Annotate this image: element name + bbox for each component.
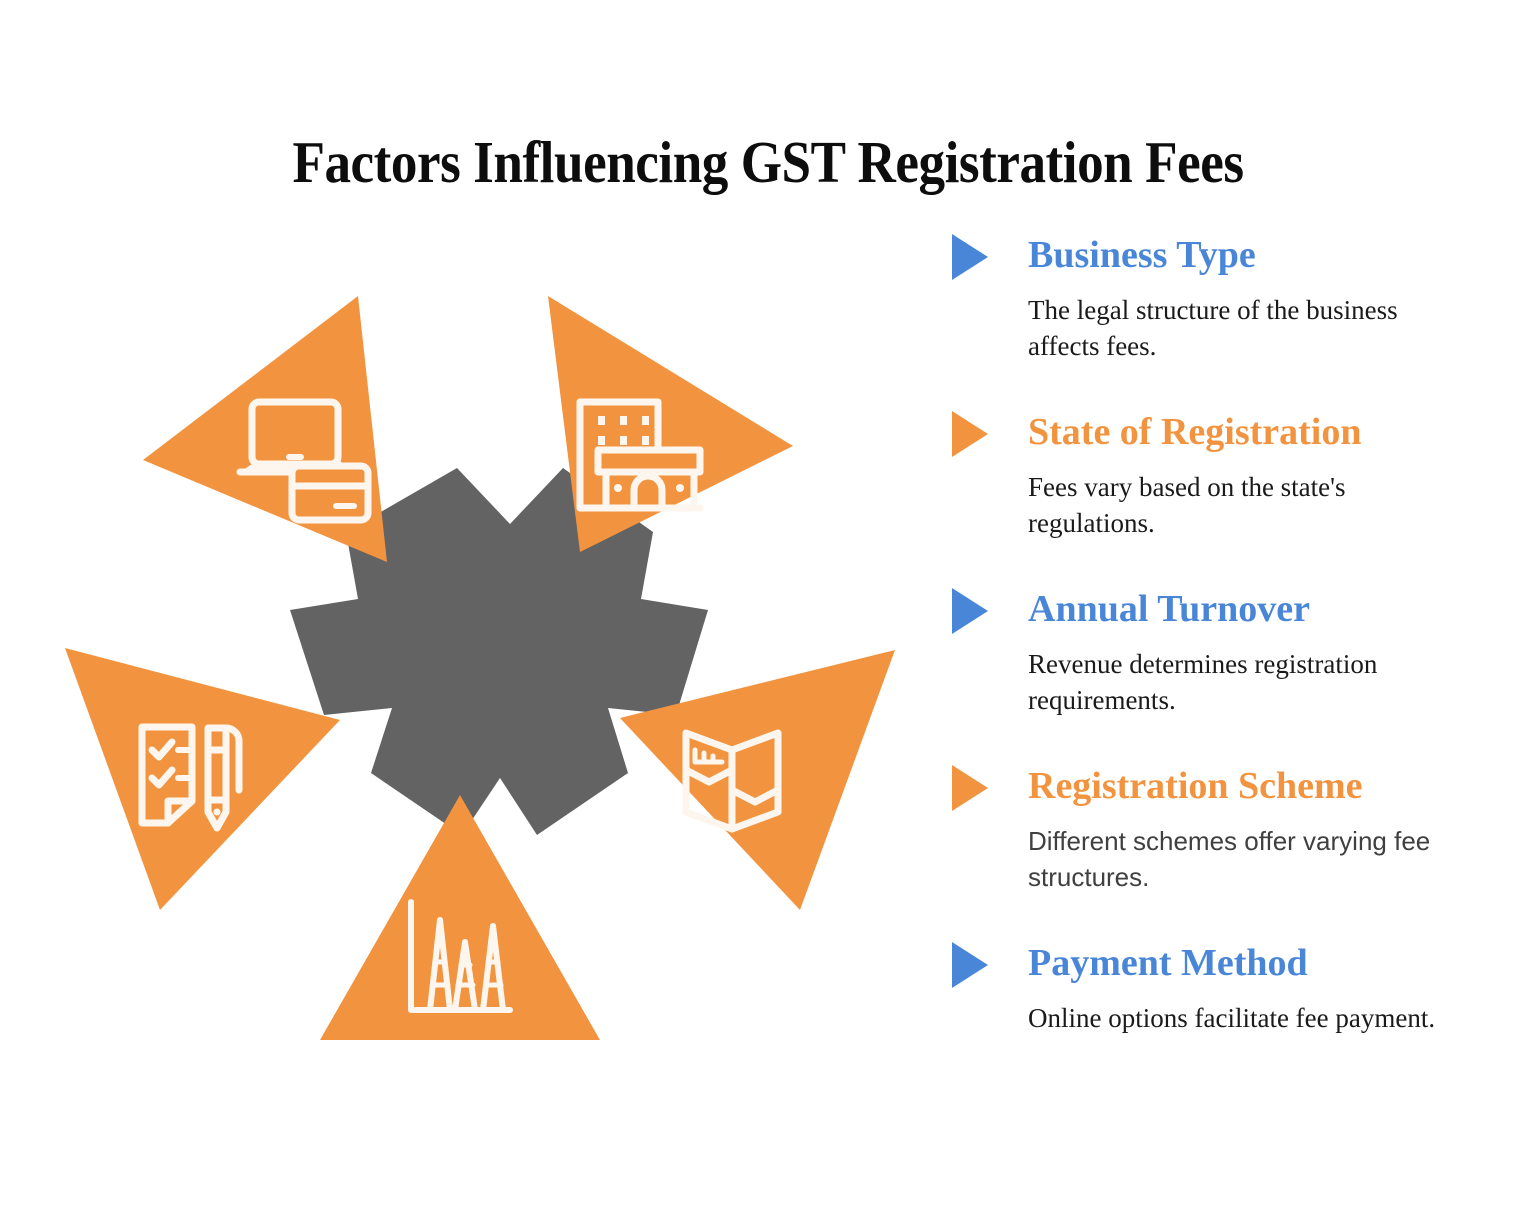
- factor-description: Different schemes offer varying fee stru…: [1028, 826, 1431, 892]
- factor-title: Payment Method: [1028, 942, 1308, 984]
- factor-list: Business Type The legal structure of the…: [952, 232, 1512, 1117]
- center-pentagon: [290, 468, 708, 835]
- factors-diagram: [40, 250, 920, 1090]
- building-storefront-icon: [576, 398, 704, 512]
- factor-title: Business Type: [1028, 234, 1256, 276]
- checklist-pen-icon: [138, 723, 243, 832]
- diagram-segment-payment-method[interactable]: [143, 296, 387, 562]
- folded-map-icon: [682, 729, 782, 833]
- triangle-right-icon: [952, 234, 988, 280]
- triangle-right-icon: [952, 588, 988, 634]
- factor-description: The legal structure of the business affe…: [1028, 295, 1398, 361]
- factor-description: Revenue determines registration requirem…: [1028, 649, 1378, 715]
- factor-item-annual-turnover[interactable]: Annual Turnover Revenue determines regis…: [952, 586, 1512, 763]
- factor-title: Registration Scheme: [1028, 765, 1363, 807]
- factor-description: Online options facilitate fee payment.: [1028, 1003, 1436, 1033]
- factor-description: Fees vary based on the state's regulatio…: [1028, 472, 1346, 538]
- triangle-right-icon: [952, 765, 988, 811]
- bar-chart-icon: [408, 899, 513, 1013]
- laptop-credit-card-icon: [236, 398, 372, 524]
- diagram-segment-business-type[interactable]: [548, 296, 793, 552]
- factor-item-registration-scheme[interactable]: Registration Scheme Different schemes of…: [952, 763, 1512, 940]
- factor-item-payment-method[interactable]: Payment Method Online options facilitate…: [952, 940, 1512, 1117]
- factor-title: State of Registration: [1028, 411, 1362, 453]
- diagram-segment-annual-turnover[interactable]: [320, 795, 600, 1040]
- factor-item-state-of-registration[interactable]: State of Registration Fees vary based on…: [952, 409, 1512, 586]
- diagram-segment-registration-scheme[interactable]: [65, 648, 340, 910]
- triangle-right-icon: [952, 942, 988, 988]
- page-title: Factors Influencing GST Registration Fee…: [292, 128, 1244, 195]
- diagram-segment-state-of-registration[interactable]: [620, 650, 895, 910]
- factor-item-business-type[interactable]: Business Type The legal structure of the…: [952, 232, 1512, 409]
- factor-title: Annual Turnover: [1028, 588, 1310, 630]
- triangle-right-icon: [952, 411, 988, 457]
